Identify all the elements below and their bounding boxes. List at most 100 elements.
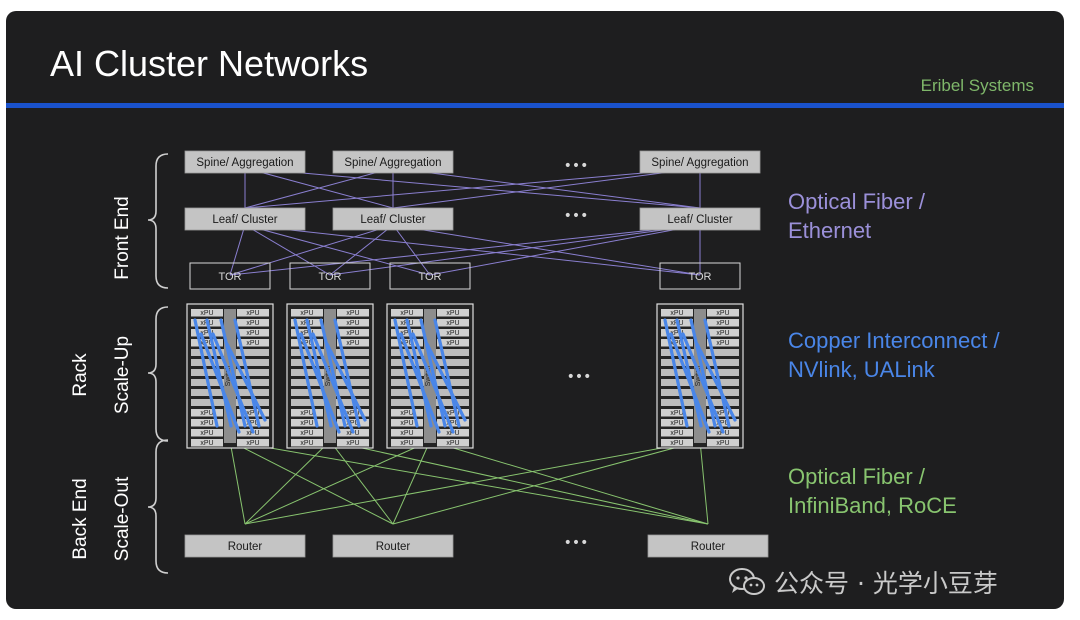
tor-node-1-label: TOR [218,271,241,283]
rack-2-xpu-right-2 [337,329,369,337]
rack-4-xpu-left-5-label: xPU [670,420,683,427]
rack-1-xpu-left-0 [191,309,223,317]
rack-3-xpu-right-5-label: xPU [446,420,459,427]
rack-router-link-1-2 [329,440,709,525]
tor-node-3-box [389,262,471,290]
rack-1-xpu-right-2-label: xPU [246,330,259,337]
rack-3-xpu-left-2-label: xPU [400,330,413,337]
rack-4-xpu-left-7-label: xPU [670,440,683,447]
rack-3-xpu-right-0-label: xPU [446,310,459,317]
ellipsis-4: ••• [564,535,589,551]
watermark: 公众号 · 光学小豆芽 [728,567,998,598]
rack-4-xpu-right-2 [707,329,739,337]
leaf-node-1-label: Leaf/ Cluster [212,214,277,226]
rack-2-xpu-left-6 [291,429,323,437]
rack-router-link-3-0 [244,440,701,525]
tor-node-4-label: TOR [688,271,711,283]
spine-node-2-box [332,150,454,174]
leaf-tor-link-1-1 [329,224,394,276]
tor-node-2-box [289,262,371,290]
spine-node-2-label: Spine/ Aggregation [344,157,441,169]
rack-4-xpu-left-2-label: xPU [670,330,683,337]
rack-1-xpu-left-7-label: xPU [200,440,213,447]
rack-2-xpu-left-4 [291,409,323,417]
rack-2-xpu-left-0 [291,309,323,317]
leaf-tor-link-0-2 [244,224,431,276]
rack-router-link-3-1 [392,440,701,525]
spine-node-3-label: Spine/ Aggregation [651,157,748,169]
rack-2-copper-link-7 [325,342,367,422]
rack-label: Rack [70,353,91,397]
router-node-2-label: Router [376,541,411,553]
rack-router-link-1-1 [329,440,394,525]
rack-3-xpu-left-3 [391,339,423,347]
rack-4-copper-link-6 [681,332,725,434]
rack-1-xpu-right-1-label: xPU [246,320,259,327]
rack-4-xpu-left-3 [661,339,693,347]
rack-2-xpu-right-1 [337,319,369,327]
rack-1-xpu-left-4 [191,409,223,417]
leaf-tor-link-0-0 [229,224,246,276]
leaf-tor-link-2-1 [329,224,701,276]
wechat-icon [728,567,766,597]
rack-4-xpu-left-6-label: xPU [670,430,683,437]
rack-1-xpu-left-7 [191,439,223,447]
rack-4-copper-link-3 [689,318,717,428]
rack-3-xpu-left-7-label: xPU [400,440,413,447]
rack-3-xpu-right-4 [437,409,469,417]
scale-out-links [229,440,709,525]
rack-4-xpu-left-3-label: xPU [670,340,683,347]
rack-3-copper-link-6 [411,332,455,434]
rack-1-xpu-right-1 [237,319,269,327]
rack-1-xpu-right-5-label: xPU [246,420,259,427]
rack-4-xpu-left-6 [661,429,693,437]
rack-router-link-0-2 [229,440,709,525]
rack-1-xpu-right-4-label: xPU [246,410,259,417]
rack-2-copper-link-4 [333,318,361,428]
rack-1-copper-link-5 [199,332,241,434]
tor-node-4: TOR [659,262,741,290]
rack-3-xpu-right-0 [437,309,469,317]
leaf-tor-link-2-2 [429,224,701,276]
rack-2-xpu-right-3-label: xPU [346,340,359,347]
rack-1-xpu-left-2-label: xPU [200,330,213,337]
spine-node-1-label: Spine/ Aggregation [196,157,293,169]
rack-2-xpu-right-3 [337,339,369,347]
rack-1-xpu-left-4-label: xPU [200,410,213,417]
router-node-3-box [647,534,769,558]
rack-1-xpu-right-0 [237,309,269,317]
rack-1-copper-link-1 [193,318,219,428]
rack-4-xpu-left-4-label: xPU [670,410,683,417]
rack-1-copper-link-3 [219,318,247,428]
rack-4-xpu-right-3 [707,339,739,347]
back-end-label: Back End [70,478,91,559]
rack-4-copper-link-5 [669,332,711,434]
rack-2-xpu-right-0-label: xPU [346,310,359,317]
rack-1-xpu-left-3 [191,339,223,347]
tor-node-2-label: TOR [318,271,341,283]
leaf-tor-link-0-3 [244,224,701,276]
router-node-1-box [184,534,306,558]
front-end-links [229,167,701,276]
rack-1-xpu-right-0-label: xPU [246,310,259,317]
rack-3-xpu-right-1-label: xPU [446,320,459,327]
rack-2-xpu-left-3 [291,339,323,347]
spine-node-1: Spine/ Aggregation [184,150,306,174]
router-node-2: Router [332,534,454,558]
cluster-diagram: Front End Rack Scale-Up Back End Scale-O… [70,150,769,574]
scale-out-label: Scale-Out [112,476,133,561]
spine-leaf-link-1-0 [244,167,394,209]
rack-4-xpu-right-1 [707,319,739,327]
spine-node-2: Spine/ Aggregation [332,150,454,174]
rack-2-xpu-right-4-label: xPU [346,410,359,417]
rack-1-xpu-right-4 [237,409,269,417]
watermark-text: 公众号 · 光学小豆芽 [774,569,998,598]
rack-router-link-0-1 [229,440,394,525]
rack-4-xpu-right-7 [707,439,739,447]
rack-4-xpu-left-4 [661,409,693,417]
rack-router-link-3-2 [699,440,709,525]
front-end-tag-line2: Ethernet [788,218,872,243]
rack-2-xpu-right-4 [337,409,369,417]
